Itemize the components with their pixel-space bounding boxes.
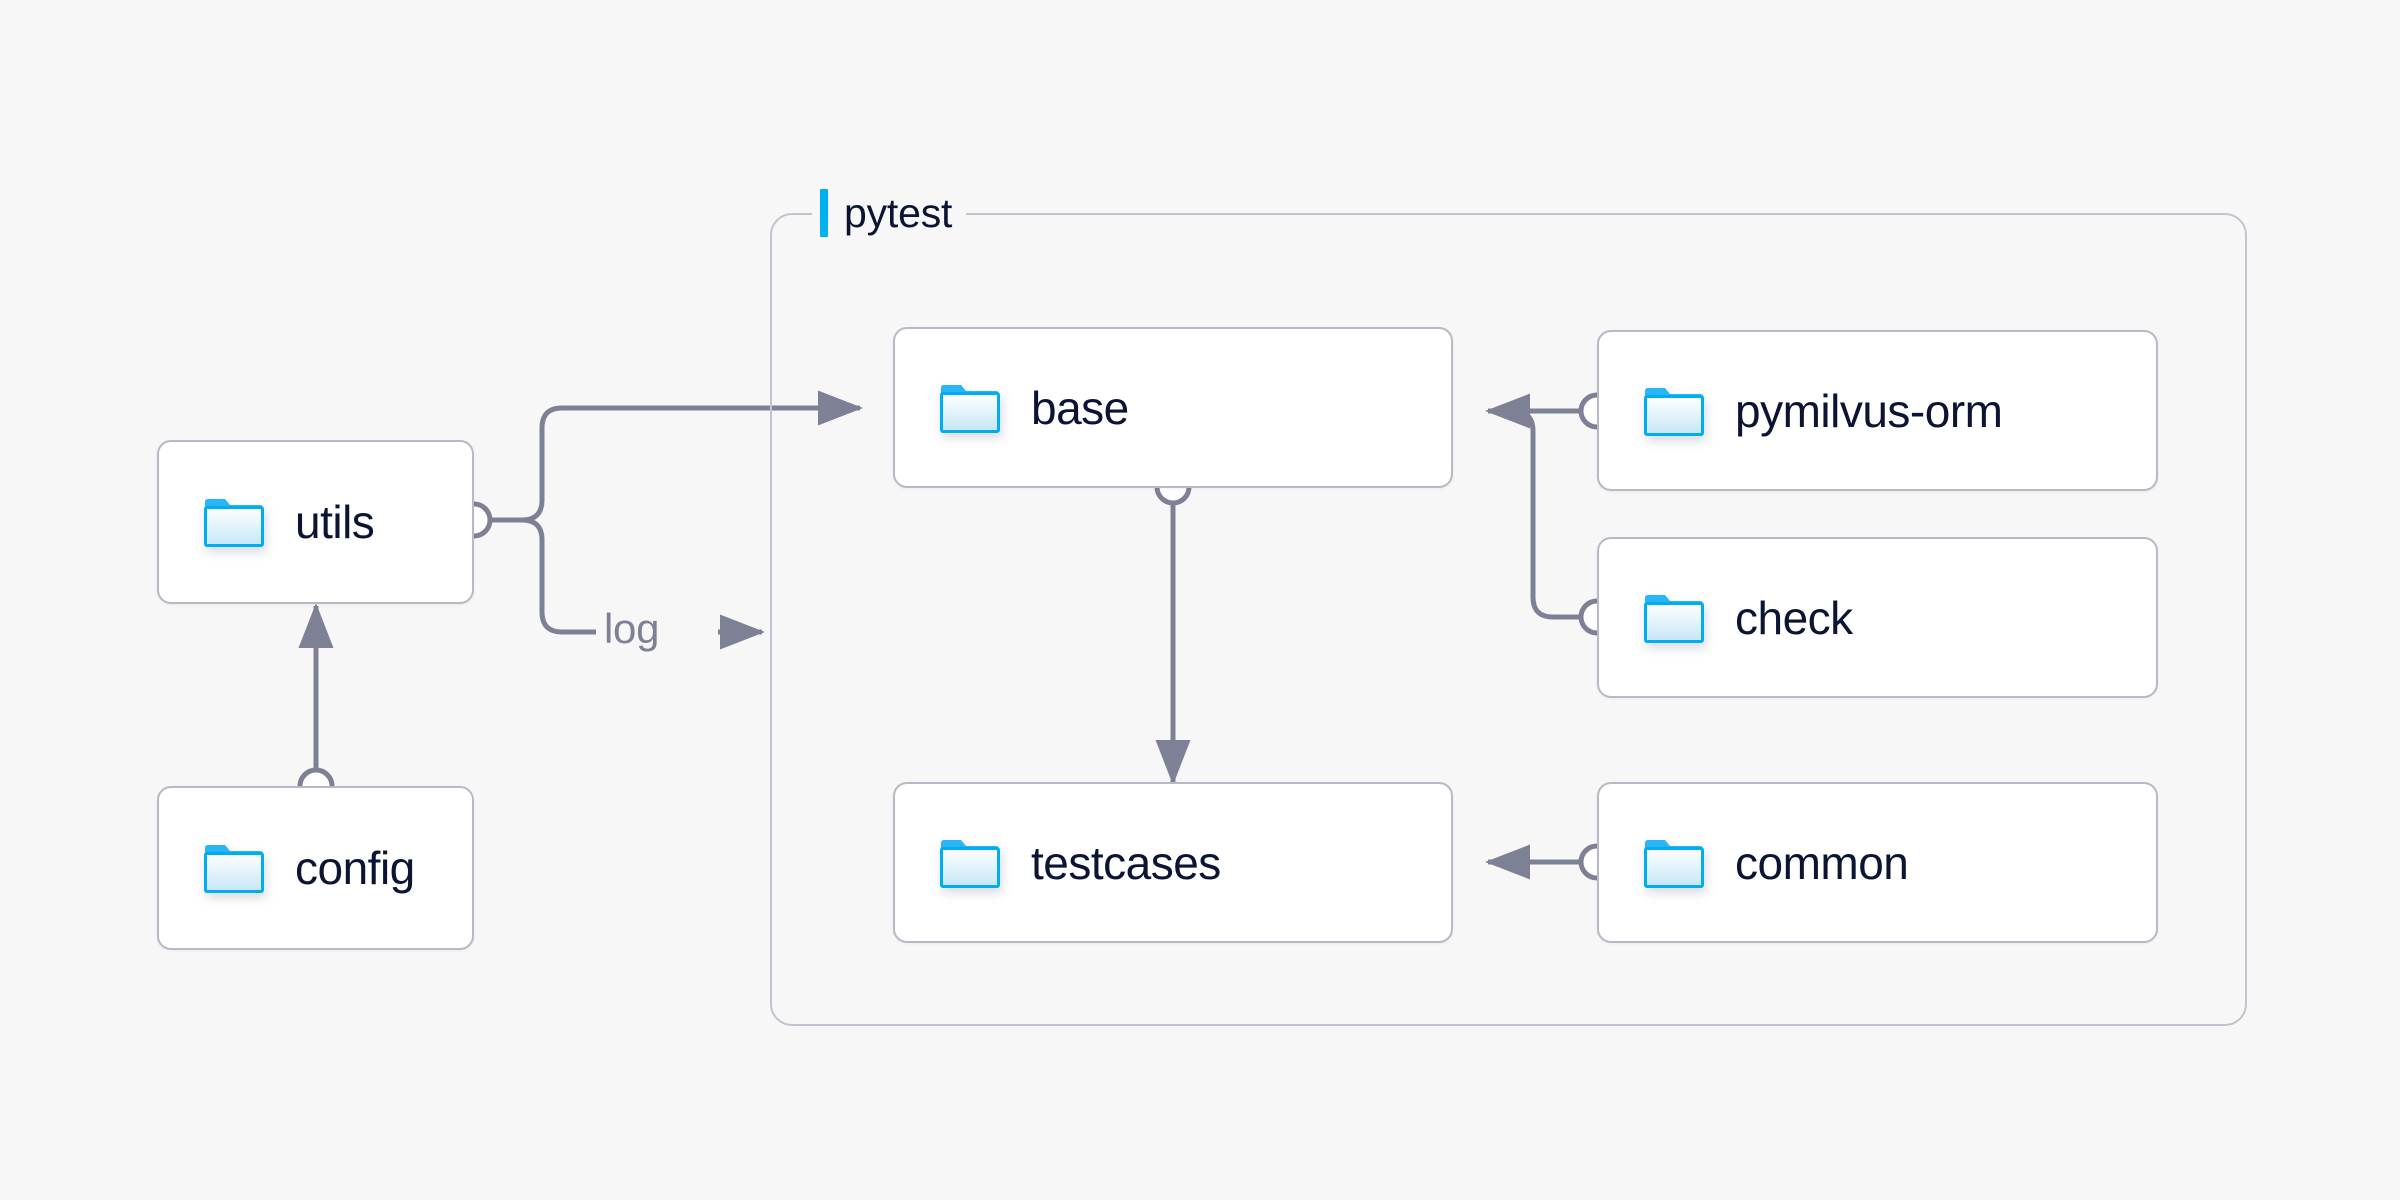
folder-icon [940,839,1000,888]
node-testcases-label: testcases [1031,836,1221,889]
folder-icon [1644,387,1704,436]
node-config[interactable]: config [157,786,474,950]
group-pytest-label: pytest [812,186,967,240]
folder-icon [1644,839,1704,888]
node-check[interactable]: check [1597,537,2158,698]
group-title: pytest [844,189,953,236]
folder-icon [940,384,1000,433]
node-common-label: common [1735,836,1909,889]
node-config-label: config [295,842,415,894]
edge-utils-to-log [521,517,596,635]
folder-icon [1644,594,1704,643]
group-accent-bar [820,189,828,237]
node-utils[interactable]: utils [157,440,474,604]
node-pymilvus-orm-label: pymilvus-orm [1735,384,2003,437]
node-base[interactable]: base [893,327,1453,488]
folder-icon [204,499,264,547]
edge-label-log: log [604,605,660,652]
node-common[interactable]: common [1597,782,2158,943]
group-pytest [770,213,2247,1026]
node-pymilvus-orm[interactable]: pymilvus-orm [1597,330,2158,491]
node-testcases[interactable]: testcases [893,782,1453,943]
node-utils-label: utils [295,496,375,548]
node-check-label: check [1735,591,1853,644]
folder-icon [204,845,264,893]
node-base-label: base [1031,381,1129,434]
